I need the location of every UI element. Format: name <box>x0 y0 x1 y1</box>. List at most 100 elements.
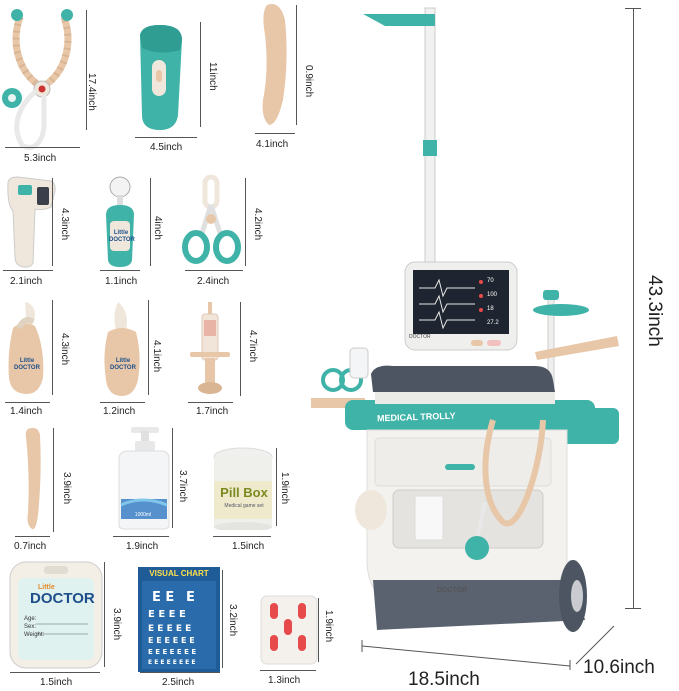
svg-text:E E: E E <box>152 590 174 605</box>
dim-line <box>188 402 233 403</box>
bulb-a-image: Little DOCTOR <box>5 298 50 398</box>
mirror-tool-image: Little DOCTOR <box>98 175 143 270</box>
dim-line <box>213 536 271 537</box>
dim-line <box>135 137 197 138</box>
dim-line <box>296 5 297 125</box>
pill-box-title: Pill Box <box>220 485 268 500</box>
thermometer-gun-image <box>3 175 58 270</box>
mirror-height-label: 4inch <box>152 216 163 240</box>
monitor-value-1: 70 <box>487 278 494 284</box>
dim-line <box>276 448 277 526</box>
trolley-height-line <box>633 8 634 608</box>
clipboard-little-label: Little <box>38 584 55 591</box>
clipboard-height-label: 3.9inch <box>111 608 122 641</box>
stethoscope-width-label: 5.3inch <box>24 153 57 164</box>
trolley-doctor-label: DOCTOR <box>437 587 468 594</box>
svg-text:E E E E E: E E E E E <box>148 624 191 634</box>
mirror-width-label: 1.1inch <box>105 276 138 287</box>
dim-line <box>52 178 53 266</box>
dim-line <box>148 300 149 395</box>
dim-line <box>10 672 100 673</box>
dim-line <box>3 270 53 271</box>
scissors-image <box>180 175 245 270</box>
spatula-image <box>20 425 50 535</box>
syringe-height-label: 4.7inch <box>247 330 258 363</box>
dim-line <box>104 562 105 667</box>
trolley-depth-label: 10.6inch <box>583 657 655 678</box>
eye-chart-width-label: 2.5inch <box>162 677 195 688</box>
syringe-image <box>188 300 233 400</box>
stethoscope-height-label: 17.4inch <box>86 73 97 111</box>
monitor-brand-label: DOCTOR <box>409 334 431 340</box>
svg-text:E E E E: E E E E <box>148 609 186 620</box>
pill-card-width-label: 1.3inch <box>268 675 301 686</box>
dim-line <box>245 178 246 266</box>
clipboard-image: Little DOCTOR Age: Sex: Weight: <box>8 560 104 670</box>
dim-line <box>52 300 53 395</box>
stethoscope-image <box>0 5 90 155</box>
trolley-height-label: 43.3inch <box>644 275 665 347</box>
pill-box-width-label: 1.5inch <box>232 541 265 552</box>
eye-chart-title: VISUAL CHART <box>149 569 209 578</box>
scissors-width-label: 2.4inch <box>197 276 230 287</box>
medical-trolley-image: MEDICAL TROLLY DOCTOR DOCTOR 70 100 18 2… <box>305 0 625 655</box>
eye-chart-image: E E E E E E E E E E E E E E E E E E E E E… <box>138 567 220 672</box>
dim-line <box>255 133 295 134</box>
dim-line <box>200 22 201 127</box>
bulb-a-width-label: 1.4inch <box>10 406 43 417</box>
svg-text:E E E E E E E: E E E E E E E <box>148 648 196 656</box>
dim-line <box>140 672 220 673</box>
clipboard-title-label: DOCTOR <box>30 590 95 607</box>
dim-line <box>260 670 316 671</box>
trolley-width-line <box>360 640 580 670</box>
spatula-height-label: 3.9inch <box>61 472 72 505</box>
dim-line <box>5 147 80 148</box>
bulb-a-brand-label: Little DOCTOR <box>14 358 40 371</box>
lotion-height-label: 3.7inch <box>177 470 188 503</box>
lotion-volume-label: 1000ml <box>134 512 152 518</box>
syringe-width-label: 1.7inch <box>196 406 229 417</box>
scissors-height-label: 4.2inch <box>252 208 263 241</box>
dim-line <box>15 536 50 537</box>
pill-box-subtitle: Medical game set <box>224 503 264 509</box>
dim-line <box>222 570 223 668</box>
dim-line <box>53 428 54 532</box>
bulb-b-image: Little DOCTOR <box>100 300 145 398</box>
dim-line <box>150 178 151 266</box>
lotion-width-label: 1.9inch <box>126 541 159 552</box>
svg-text:E E E E E E E E: E E E E E E E E <box>148 659 195 666</box>
thermometer-height-label: 4.3inch <box>59 208 70 241</box>
dim-line <box>100 402 145 403</box>
dim-line <box>100 270 140 271</box>
trolley-width-label: 18.5inch <box>408 669 480 690</box>
bulb-b-width-label: 1.2inch <box>103 406 136 417</box>
dim-line <box>113 536 169 537</box>
dim-line <box>172 428 173 528</box>
clipboard-age-label: Age: <box>24 616 37 622</box>
otoscope-width-label: 4.5inch <box>150 142 183 153</box>
svg-text:E E E E E E: E E E E E E <box>148 636 195 645</box>
otoscope-image <box>130 20 200 135</box>
monitor-value-4: 27.2 <box>487 320 499 326</box>
tongue-depressor-image <box>255 0 295 130</box>
otoscope-height-label: 11inch <box>207 62 218 91</box>
pill-card-image <box>260 595 318 665</box>
spatula-width-label: 0.7inch <box>14 541 47 552</box>
pill-box-image: Pill Box Medical game set <box>212 445 274 530</box>
dim-line <box>5 402 50 403</box>
pill-box-height-label: 1.9inch <box>279 472 290 505</box>
dim-tick <box>625 608 641 609</box>
bulb-b-height-label: 4.1inch <box>151 340 162 373</box>
clipboard-width-label: 1.5inch <box>40 677 73 688</box>
eye-chart-height-label: 3.2inch <box>227 604 238 637</box>
svg-text:E: E <box>186 590 195 605</box>
monitor-value-3: 18 <box>487 306 494 312</box>
mirror-brand-label: Little DOCTOR <box>109 230 135 243</box>
dim-line <box>185 270 243 271</box>
bulb-a-height-label: 4.3inch <box>59 333 70 366</box>
tongue-depressor-width-label: 4.1inch <box>256 139 289 150</box>
dim-tick <box>625 8 641 9</box>
lotion-bottle-image: 1000ml <box>113 425 173 533</box>
thermometer-width-label: 2.1inch <box>10 276 43 287</box>
trolley-depth-line <box>572 620 622 670</box>
